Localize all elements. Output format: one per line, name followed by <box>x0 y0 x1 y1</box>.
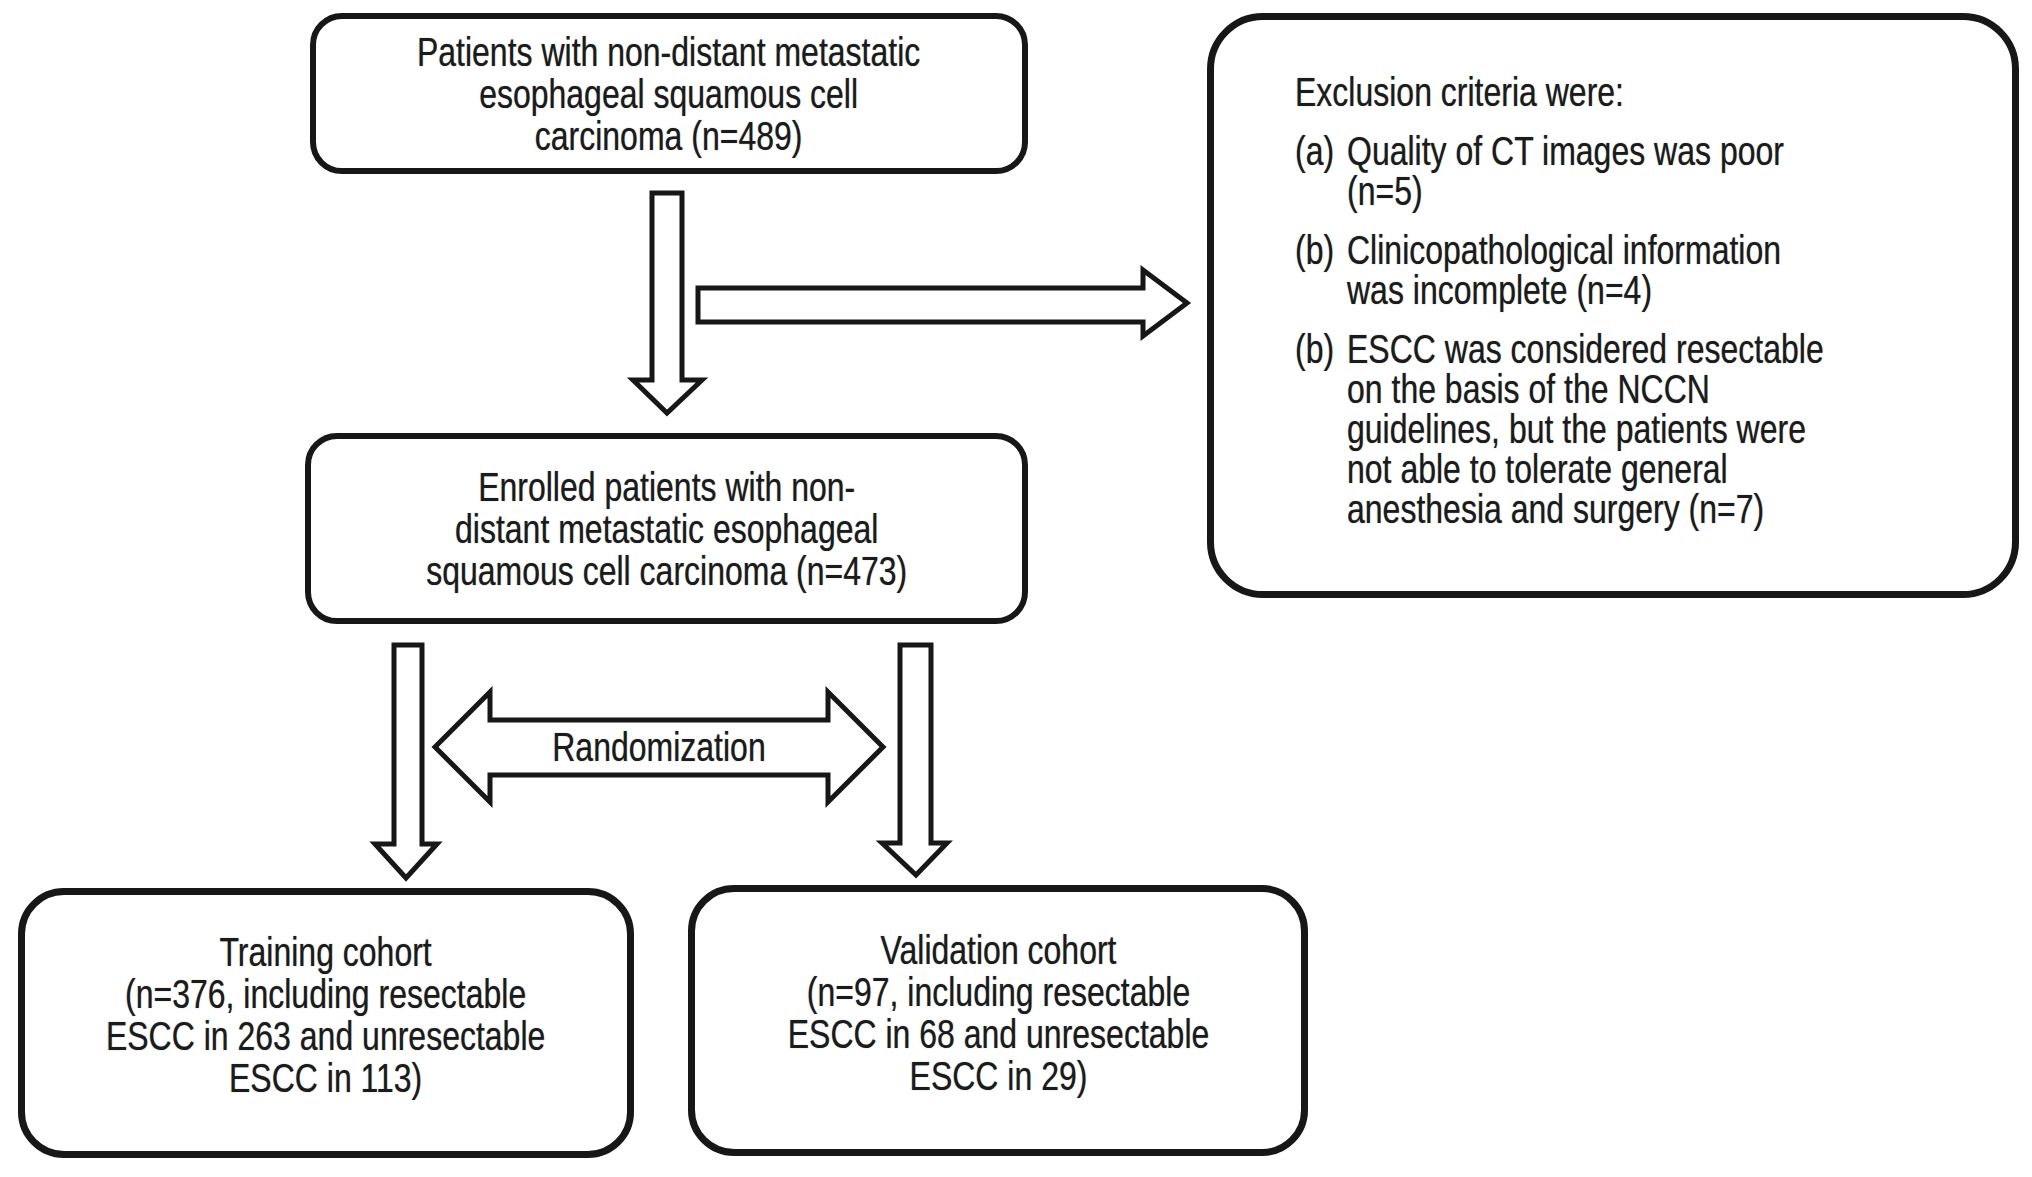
box-patients-initial: Patients with non-distant metastatic eso… <box>310 13 1028 174</box>
exclusion-title: Exclusion criteria were: <box>1295 72 1869 112</box>
arrow-right-to-exclusion-box <box>698 270 1187 336</box>
exclusion-item-b2-text: ESCC was considered resectable on the ba… <box>1347 329 1824 529</box>
box-exclusion-criteria: Exclusion criteria were: (a) Quality of … <box>1207 13 2019 598</box>
box-validation-cohort: Validation cohort (n=97, including resec… <box>688 885 1308 1156</box>
exclusion-item-b1-label: (b) <box>1295 230 1347 310</box>
exclusion-item-a-label: (a) <box>1295 131 1347 211</box>
box-patients-enrolled-line3: squamous cell carcinoma (n=473) <box>426 550 907 592</box>
box-validation-cohort-text: Validation cohort (n=97, including resec… <box>787 929 1209 1097</box>
box-patients-enrolled-line1: Enrolled patients with non- <box>478 466 855 508</box>
box-training-cohort-line4: ESCC in 113) <box>229 1057 422 1099</box>
exclusion-item-b1-line1: Clinicopathological information <box>1347 230 1781 270</box>
box-patients-enrolled-line2: distant metastatic esophageal <box>455 508 878 550</box>
exclusion-item-a-line1: Quality of CT images was poor <box>1347 131 1784 171</box>
exclusion-item-b2-line3: guidelines, but the patients were <box>1347 409 1824 449</box>
exclusion-item-b1-text: Clinicopathological information was inco… <box>1347 230 1781 310</box>
exclusion-item-b2: (b) ESCC was considered resectable on th… <box>1295 329 1869 529</box>
box-patients-initial-text: Patients with non-distant metastatic eso… <box>417 31 920 157</box>
exclusion-item-b2-line1: ESCC was considered resectable <box>1347 329 1824 369</box>
exclusion-item-a: (a) Quality of CT images was poor (n=5) <box>1295 131 1869 211</box>
exclusion-item-b1: (b) Clinicopathological information was … <box>1295 230 1869 310</box>
exclusion-item-b2-line2: on the basis of the NCCN <box>1347 369 1824 409</box>
box-validation-cohort-line1: Validation cohort <box>880 929 1116 971</box>
exclusion-item-b2-line4: not able to tolerate general <box>1347 449 1824 489</box>
box-training-cohort-text: Training cohort (n=376, including resect… <box>106 931 545 1099</box>
arrow-down-to-validation-box <box>882 645 947 875</box>
box-training-cohort-line2: (n=376, including resectable <box>125 973 526 1015</box>
box-validation-cohort-line2: (n=97, including resectable <box>806 971 1189 1013</box>
exclusion-item-a-line2: (n=5) <box>1347 171 1784 211</box>
box-validation-cohort-line4: ESCC in 29) <box>909 1055 1087 1097</box>
exclusion-item-b2-label: (b) <box>1295 329 1347 529</box>
box-patients-initial-line1: Patients with non-distant metastatic <box>417 31 920 73</box>
box-validation-cohort-line3: ESCC in 68 and unresectable <box>787 1013 1209 1055</box>
randomization-label: Randomization <box>524 727 794 767</box>
arrow-down-to-training-box <box>375 645 437 878</box>
box-training-cohort: Training cohort (n=376, including resect… <box>18 888 634 1158</box>
exclusion-content: Exclusion criteria were: (a) Quality of … <box>1295 72 1869 529</box>
exclusion-item-a-text: Quality of CT images was poor (n=5) <box>1347 131 1784 211</box>
box-training-cohort-line1: Training cohort <box>220 931 432 973</box>
exclusion-item-b2-line5: anesthesia and surgery (n=7) <box>1347 489 1824 529</box>
box-patients-enrolled-text: Enrolled patients with non- distant meta… <box>426 466 907 592</box>
arrow-down-from-top-box <box>633 193 702 413</box>
box-training-cohort-line3: ESCC in 263 and unresectable <box>106 1015 545 1057</box>
box-patients-enrolled: Enrolled patients with non- distant meta… <box>305 433 1028 624</box>
box-patients-initial-line2: esophageal squamous cell <box>480 73 859 115</box>
box-patients-initial-line3: carcinoma (n=489) <box>535 115 803 157</box>
exclusion-item-b1-line2: was incomplete (n=4) <box>1347 270 1781 310</box>
